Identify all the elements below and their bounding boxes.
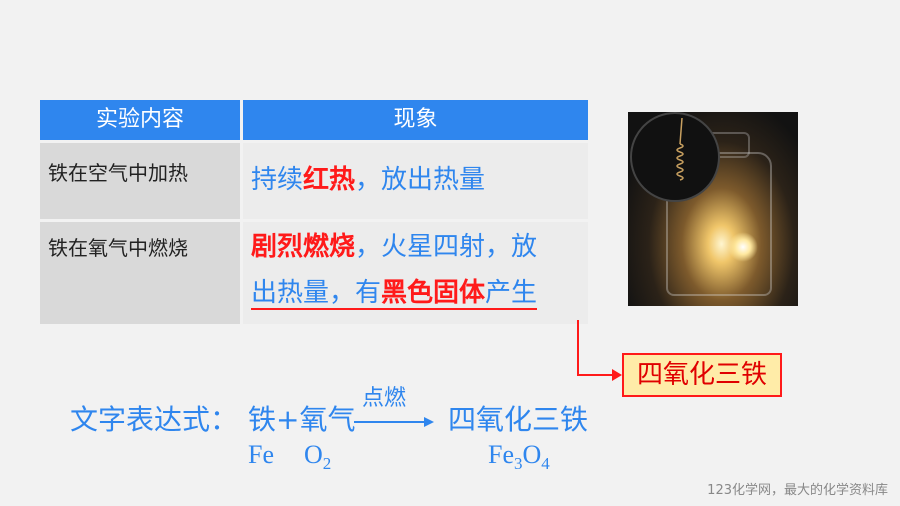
callout-line [577, 374, 617, 376]
formula-iron: Fe [248, 440, 274, 469]
header-experiment-content: 实验内容 [40, 100, 240, 140]
row-phenomenon: 剧烈燃烧，火星四射，放出热量，有黑色固体产生 [243, 222, 588, 324]
phenomenon-text: ，放出热量 [355, 165, 486, 195]
spark-glow [728, 232, 758, 262]
equation-condition: 点燃 [362, 386, 407, 411]
row-label: 铁在氧气中燃烧 [40, 222, 240, 324]
experiment-table: 实验内容 现象 铁在空气中加热 持续红热，放出热量 铁在氧气中燃烧 剧烈燃烧，火… [40, 100, 588, 324]
formula-symbol: O [522, 440, 542, 469]
iron-coil-icon [676, 117, 684, 181]
phenomenon-text: 出热量，有 [251, 278, 382, 308]
equation-product: 四氧化三铁 [448, 403, 589, 436]
arrow-right-icon [612, 369, 622, 381]
watermark: 123化学网，最大的化学资料库 [707, 483, 888, 498]
phenomenon-text: 持续 [251, 165, 304, 195]
formula-symbol: Fe [488, 440, 514, 469]
formula-symbol: O [304, 440, 323, 469]
equation-reactants: 铁+氧气 [248, 403, 356, 436]
formula-subscript: 2 [322, 454, 332, 474]
table-row: 铁在空气中加热 持续红热，放出热量 [40, 143, 588, 219]
phenomenon-text: 产生 [485, 278, 538, 308]
row-phenomenon: 持续红热，放出热量 [243, 143, 588, 219]
table-row: 铁在氧气中燃烧 剧烈燃烧，火星四射，放出热量，有黑色固体产生 [40, 222, 588, 324]
callout-product-name: 四氧化三铁 [622, 353, 782, 397]
header-phenomenon: 现象 [243, 100, 588, 140]
highlight-burning: 剧烈燃烧 [251, 232, 356, 262]
iron-coil-inset [630, 112, 720, 202]
callout-line [577, 320, 579, 376]
highlight-black-solid: 黑色固体 [381, 278, 486, 308]
table-header-row: 实验内容 现象 [40, 100, 588, 140]
formula-subscript: 4 [541, 454, 550, 474]
formula-oxygen: O2 [304, 440, 331, 474]
formula-subscript: 3 [514, 454, 523, 474]
reaction-arrow-icon [354, 417, 434, 427]
phenomenon-underlined: 出热量，有黑色固体产生 [251, 278, 538, 310]
formula-iron-oxide: Fe3O4 [488, 440, 550, 474]
row-label: 铁在空气中加热 [40, 143, 240, 219]
equation-label: 文字表达式： [70, 403, 239, 436]
highlight-red-hot: 红热 [303, 165, 356, 195]
phenomenon-text: ，火星四射，放 [355, 232, 538, 262]
